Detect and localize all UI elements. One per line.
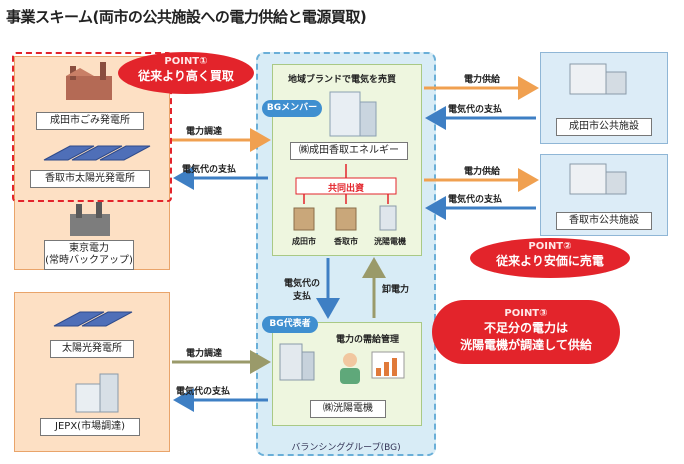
public-facility-icon-1 — [569, 63, 627, 95]
investor-narita: 成田市 — [292, 237, 316, 246]
point2-bubble: POINT② 従来より安価に売電 — [470, 238, 630, 278]
jepx-building-icon — [75, 373, 119, 413]
pay-vertical-label: 電気代の 支払 — [284, 279, 321, 302]
page-title: 事業スキーム(両市の公共施設への電力供給と電源買取) — [6, 8, 367, 26]
narita-katori-energy-label: ㈱成田香取エネルギー — [290, 142, 408, 160]
joint-investment-label: 共同出資 — [327, 184, 364, 194]
procure-bottom-label: 電力調達 — [186, 349, 223, 359]
narita-public-facility-label: 成田市公共施設 — [556, 118, 652, 136]
investor-katori: 香取市 — [334, 237, 358, 246]
solar-panel-icon-2 — [53, 311, 133, 327]
public-facility-icon-2 — [569, 163, 627, 195]
pay-right-1-label: 電気代の支払 — [448, 105, 503, 115]
supply-1-label: 電力供給 — [464, 75, 501, 85]
investor-kouyou: 洸陽電機 — [374, 237, 406, 246]
katori-solar-plant-label: 香取市太陽光発電所 — [30, 170, 150, 188]
investor-icons — [293, 205, 397, 231]
center-lower-heading: 電力の需給管理 — [336, 335, 400, 345]
katori-public-facility-label: 香取市公共施設 — [556, 212, 652, 230]
operator-person-icon — [340, 353, 360, 384]
point3-bubble: POINT③ 不足分の電力は 洸陽電機が調達して供給 — [432, 300, 620, 364]
bar-chart-icon — [371, 351, 405, 379]
solar-panel-icon — [43, 145, 151, 161]
point1-label: POINT① — [164, 56, 208, 67]
office-building-icon — [329, 91, 377, 137]
pay-right-2-label: 電気代の支払 — [448, 195, 503, 205]
factory-icon — [66, 62, 112, 100]
point1-text: 従来より高く買取 — [138, 69, 234, 83]
wholesale-label: 卸電力 — [382, 285, 410, 295]
pay-bottom-label: 電気代の支払 — [176, 387, 231, 397]
kouyou-denki-label: ㈱洸陽電機 — [310, 400, 386, 418]
kouyou-building-icon — [279, 343, 315, 381]
tokyo-power-label: 東京電力 (常時バックアップ) — [44, 240, 134, 270]
point3-line1: 不足分の電力は — [483, 321, 568, 335]
point3-line2: 洸陽電機が調達して供給 — [460, 338, 592, 352]
supply-2-label: 電力供給 — [464, 167, 501, 177]
narita-garbage-plant-label: 成田市ごみ発電所 — [36, 112, 144, 130]
power-plant-icon — [70, 202, 110, 236]
point1-bubble: POINT① 従来より高く買取 — [118, 52, 254, 94]
solar-plant-label: 太陽光発電所 — [50, 340, 134, 358]
point3-label: POINT③ — [504, 308, 548, 319]
procure-top-label: 電力調達 — [186, 127, 223, 137]
bg-representative-tag: BG代表者 — [262, 316, 318, 333]
bg-member-tag: BGメンバー — [262, 100, 322, 117]
balancing-group-label: バランシンググループ(BG) — [291, 443, 401, 453]
pay-top-label: 電気代の支払 — [182, 165, 237, 175]
jepx-label: JEPX(市場調達) — [40, 418, 140, 436]
point2-text: 従来より安価に売電 — [496, 254, 604, 268]
point1-outline — [12, 52, 172, 202]
point2-label: POINT② — [528, 241, 572, 252]
center-upper-heading: 地域ブランドで電気を売買 — [288, 75, 397, 85]
